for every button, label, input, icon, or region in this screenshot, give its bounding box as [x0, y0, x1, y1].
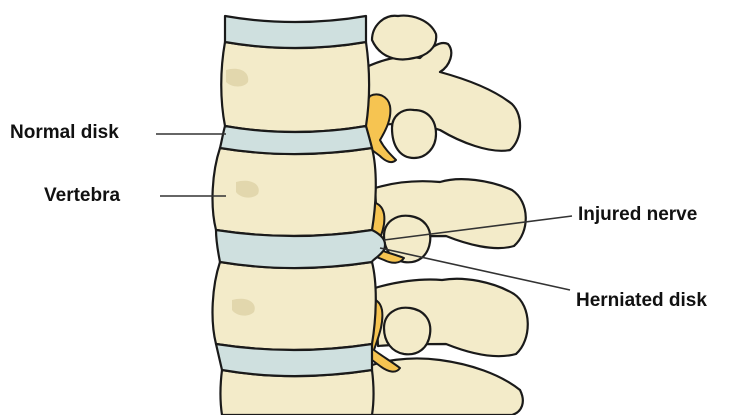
disk-herniated: [216, 230, 385, 268]
label-vertebra: Vertebra: [44, 185, 120, 207]
label-normal-disk: Normal disk: [10, 122, 119, 144]
disk-top: [225, 16, 366, 48]
vertebra-body-top: [221, 42, 369, 132]
articular-process-top: [372, 16, 436, 60]
label-injured-nerve: Injured nerve: [578, 204, 697, 226]
facet-joint-top: [392, 110, 436, 158]
facet-joint-bottom: [384, 308, 430, 355]
label-herniated-disk: Herniated disk: [576, 290, 707, 312]
